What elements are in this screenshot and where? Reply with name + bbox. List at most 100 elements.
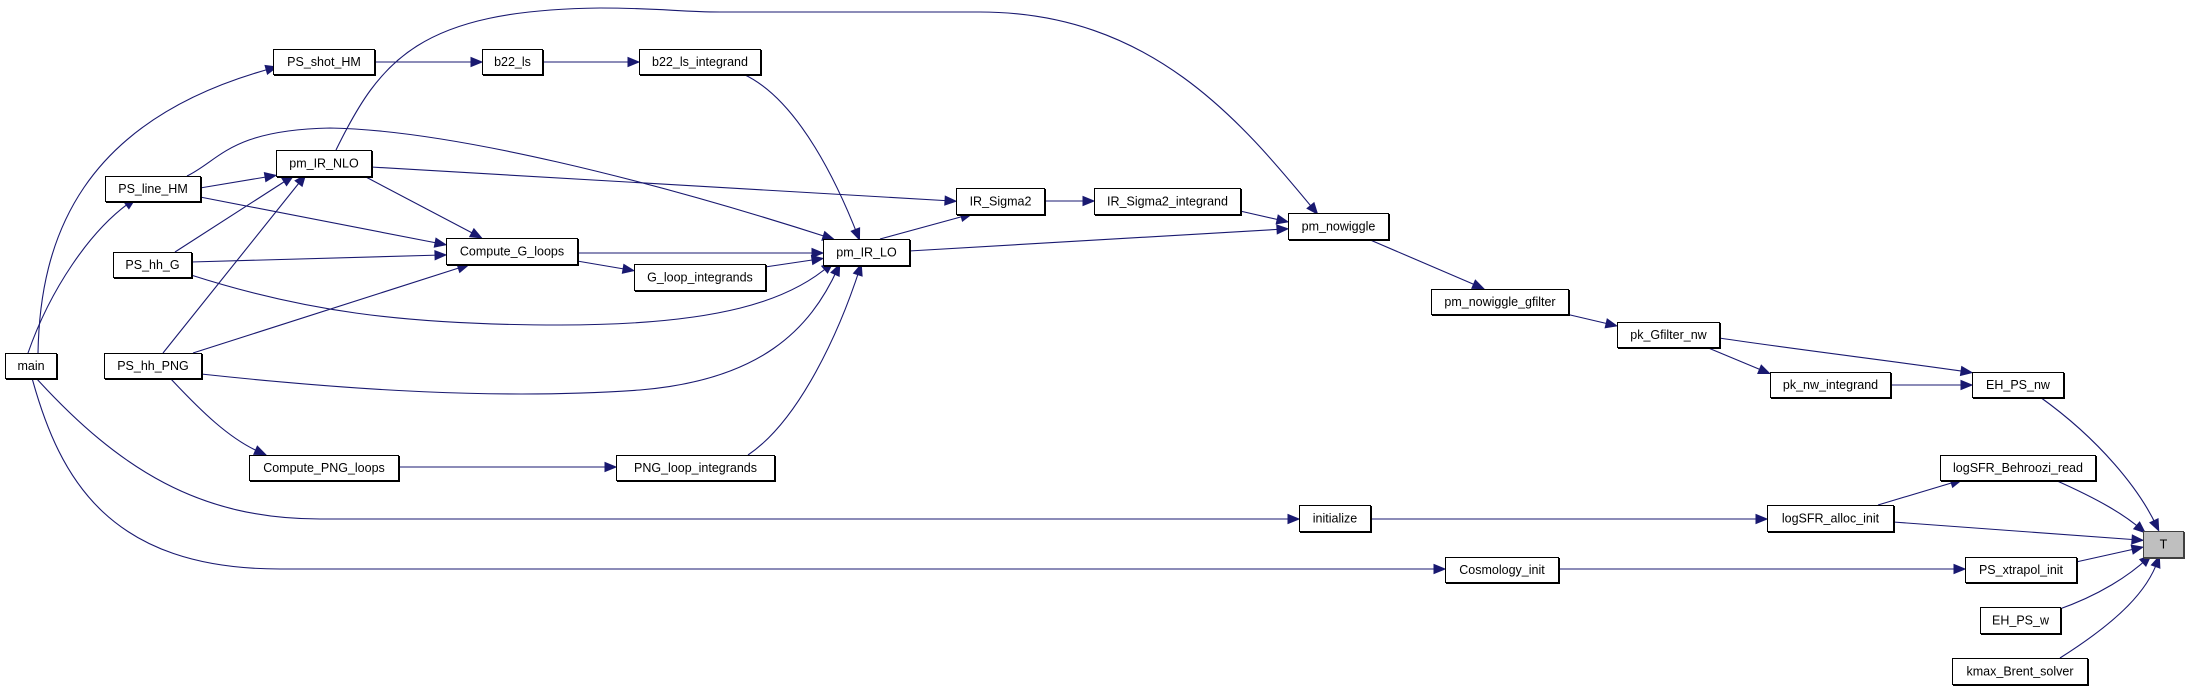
node-label: Cosmology_init (1459, 563, 1545, 577)
arrowhead-icon (627, 56, 641, 68)
arrowhead-icon (1604, 318, 1619, 329)
edge-pm_IR_NLO-to-IR_Sigma2 (370, 166, 958, 206)
arrowhead-icon (263, 172, 278, 183)
edge-PS_shot_HM-to-b22_ls (374, 56, 484, 68)
node-box (956, 188, 1045, 215)
node-box (1617, 322, 1720, 348)
node-label: pk_nw_integrand (1783, 378, 1878, 392)
node-box (616, 455, 775, 481)
edge-pm_nowiggle_gfilter-to-pk_Gfilter_nw (1565, 313, 1619, 329)
edge-Cosmology_init-to-PS_xtrapol_init (1558, 563, 1967, 575)
node-t[interactable]: T (2143, 531, 2185, 559)
node-box (446, 238, 578, 265)
node-compute-g-loops[interactable]: Compute_G_loops (446, 238, 579, 266)
edge-b22_ls_integrand-to-pm_IR_LO (742, 73, 861, 241)
arrowhead-icon (1275, 214, 1290, 225)
edge-line (174, 177, 291, 253)
edge-main-to-initialize (35, 377, 1301, 525)
node-pm-ir-lo[interactable]: pm_IR_LO (823, 239, 911, 267)
node-ps-hh-png[interactable]: PS_hh_PNG (104, 353, 203, 380)
node-eh-ps-nw[interactable]: EH_PS_nw (1972, 372, 2065, 399)
node-box (1299, 505, 1371, 532)
node-ps-xtrapol-init[interactable]: PS_xtrapol_init (1965, 557, 2078, 584)
node-label: pm_nowiggle_gfilter (1444, 295, 1555, 309)
edge-IR_Sigma2-to-IR_Sigma2_integrand (1044, 195, 1096, 207)
node-label: PS_xtrapol_init (1979, 563, 2064, 577)
arrowhead-icon (944, 195, 958, 206)
arrowhead-icon (2130, 544, 2145, 555)
node-b22-ls[interactable]: b22_ls (482, 49, 544, 76)
node-box (1980, 607, 2061, 634)
edge-Compute_G_loops-to-pm_IR_LO (577, 247, 825, 259)
node-label: pm_IR_LO (836, 246, 897, 260)
arrowhead-icon (811, 247, 825, 259)
node-logsfr-alloc-init[interactable]: logSFR_alloc_init (1767, 505, 1895, 533)
arrowhead-icon (470, 56, 484, 68)
arrowhead-icon (2131, 534, 2145, 545)
node-kmax-brent-solver[interactable]: kmax_Brent_solver (1952, 658, 2089, 686)
node-cosmology-init[interactable]: Cosmology_init (1445, 557, 1560, 584)
edge-PS_line_HM-to-pm_IR_NLO (199, 172, 278, 189)
arrowhead-icon (2150, 554, 2161, 569)
edge-line (370, 166, 953, 202)
edge-PS_hh_PNG-to-Compute_G_loops (192, 263, 471, 354)
node-box (1431, 289, 1569, 315)
node-label: PNG_loop_integrands (634, 461, 757, 475)
node-label: PS_hh_G (125, 258, 179, 272)
node-main[interactable]: main (5, 353, 58, 380)
edge-line (2054, 479, 2143, 531)
edge-line (35, 377, 1295, 520)
edge-line (742, 73, 859, 237)
node-ps-line-hm[interactable]: PS_line_HM (105, 176, 202, 203)
nodes-layer: main PS_shot_HM PS_line_HM PS_hh_G PS_hh_PNG… (5, 49, 2185, 686)
edge-Compute_G_loops-to-G_loop_integrands (576, 260, 636, 274)
node-pm-nowiggle[interactable]: pm_nowiggle (1288, 213, 1390, 241)
node-pm-nowiggle-gfilter[interactable]: pm_nowiggle_gfilter (1431, 289, 1570, 316)
node-label: main (17, 359, 44, 373)
arrowhead-icon (850, 227, 861, 241)
node-ir-sigma2[interactable]: IR_Sigma2 (956, 188, 1046, 216)
arrowhead-icon (468, 227, 483, 239)
node-box (2143, 531, 2184, 558)
node-compute-png-loops[interactable]: Compute_PNG_loops (249, 455, 400, 482)
node-label: pm_nowiggle (1302, 220, 1376, 234)
edge-logSFR_alloc_init-to-T (1892, 521, 2145, 545)
node-box (1770, 372, 1891, 398)
edge-line (576, 260, 631, 271)
node-label: IR_Sigma2 (970, 195, 1032, 209)
edge-pk_Gfilter_nw-to-EH_PS_nw (1718, 337, 1974, 377)
node-pk-nw-integrand[interactable]: pk_nw_integrand (1770, 372, 1892, 399)
node-pm-ir-nlo[interactable]: pm_IR_NLO (276, 150, 373, 178)
node-logsfr-behroozi-read[interactable]: logSFR_Behroozi_read (1940, 455, 2097, 482)
node-box (5, 353, 57, 379)
node-eh-ps-w[interactable]: EH_PS_w (1980, 607, 2062, 635)
node-ps-shot-hm[interactable]: PS_shot_HM (273, 49, 376, 76)
node-box (634, 264, 766, 291)
node-box (1972, 372, 2064, 398)
edge-line (2039, 396, 2158, 528)
node-ps-hh-g[interactable]: PS_hh_G (113, 252, 193, 279)
node-ir-sigma2-integrand[interactable]: IR_Sigma2_integrand (1094, 188, 1242, 216)
node-label: PS_line_HM (118, 182, 187, 196)
node-box (1767, 505, 1894, 532)
node-pk-gfilter-nw[interactable]: pk_Gfilter_nw (1617, 322, 1721, 349)
arrowhead-icon (1306, 201, 1319, 216)
edge-line (190, 254, 443, 263)
edge-PS_hh_G-to-Compute_G_loops (190, 249, 448, 263)
node-box (104, 353, 202, 379)
edge-PS_xtrapol_init-to-T (2075, 544, 2145, 563)
node-label: IR_Sigma2_integrand (1107, 195, 1228, 209)
arrowhead-icon (852, 262, 863, 277)
arrowhead-icon (1960, 379, 1974, 391)
edge-pm_IR_LO-to-pm_nowiggle (908, 224, 1290, 252)
node-b22-ls-integrand[interactable]: b22_ls_integrand (639, 49, 762, 76)
node-initialize[interactable]: initialize (1299, 505, 1372, 533)
edge-pm_IR_NLO-to-pm_nowiggle (335, 7, 1319, 216)
node-png-loop-integrands[interactable]: PNG_loop_integrands (616, 455, 776, 482)
edge-line (363, 175, 479, 237)
node-g-loop-integrands[interactable]: G_loop_integrands (634, 264, 767, 292)
node-box (113, 252, 192, 278)
arrowhead-icon (810, 254, 825, 266)
edge-EH_PS_nw-to-T (2039, 396, 2160, 532)
